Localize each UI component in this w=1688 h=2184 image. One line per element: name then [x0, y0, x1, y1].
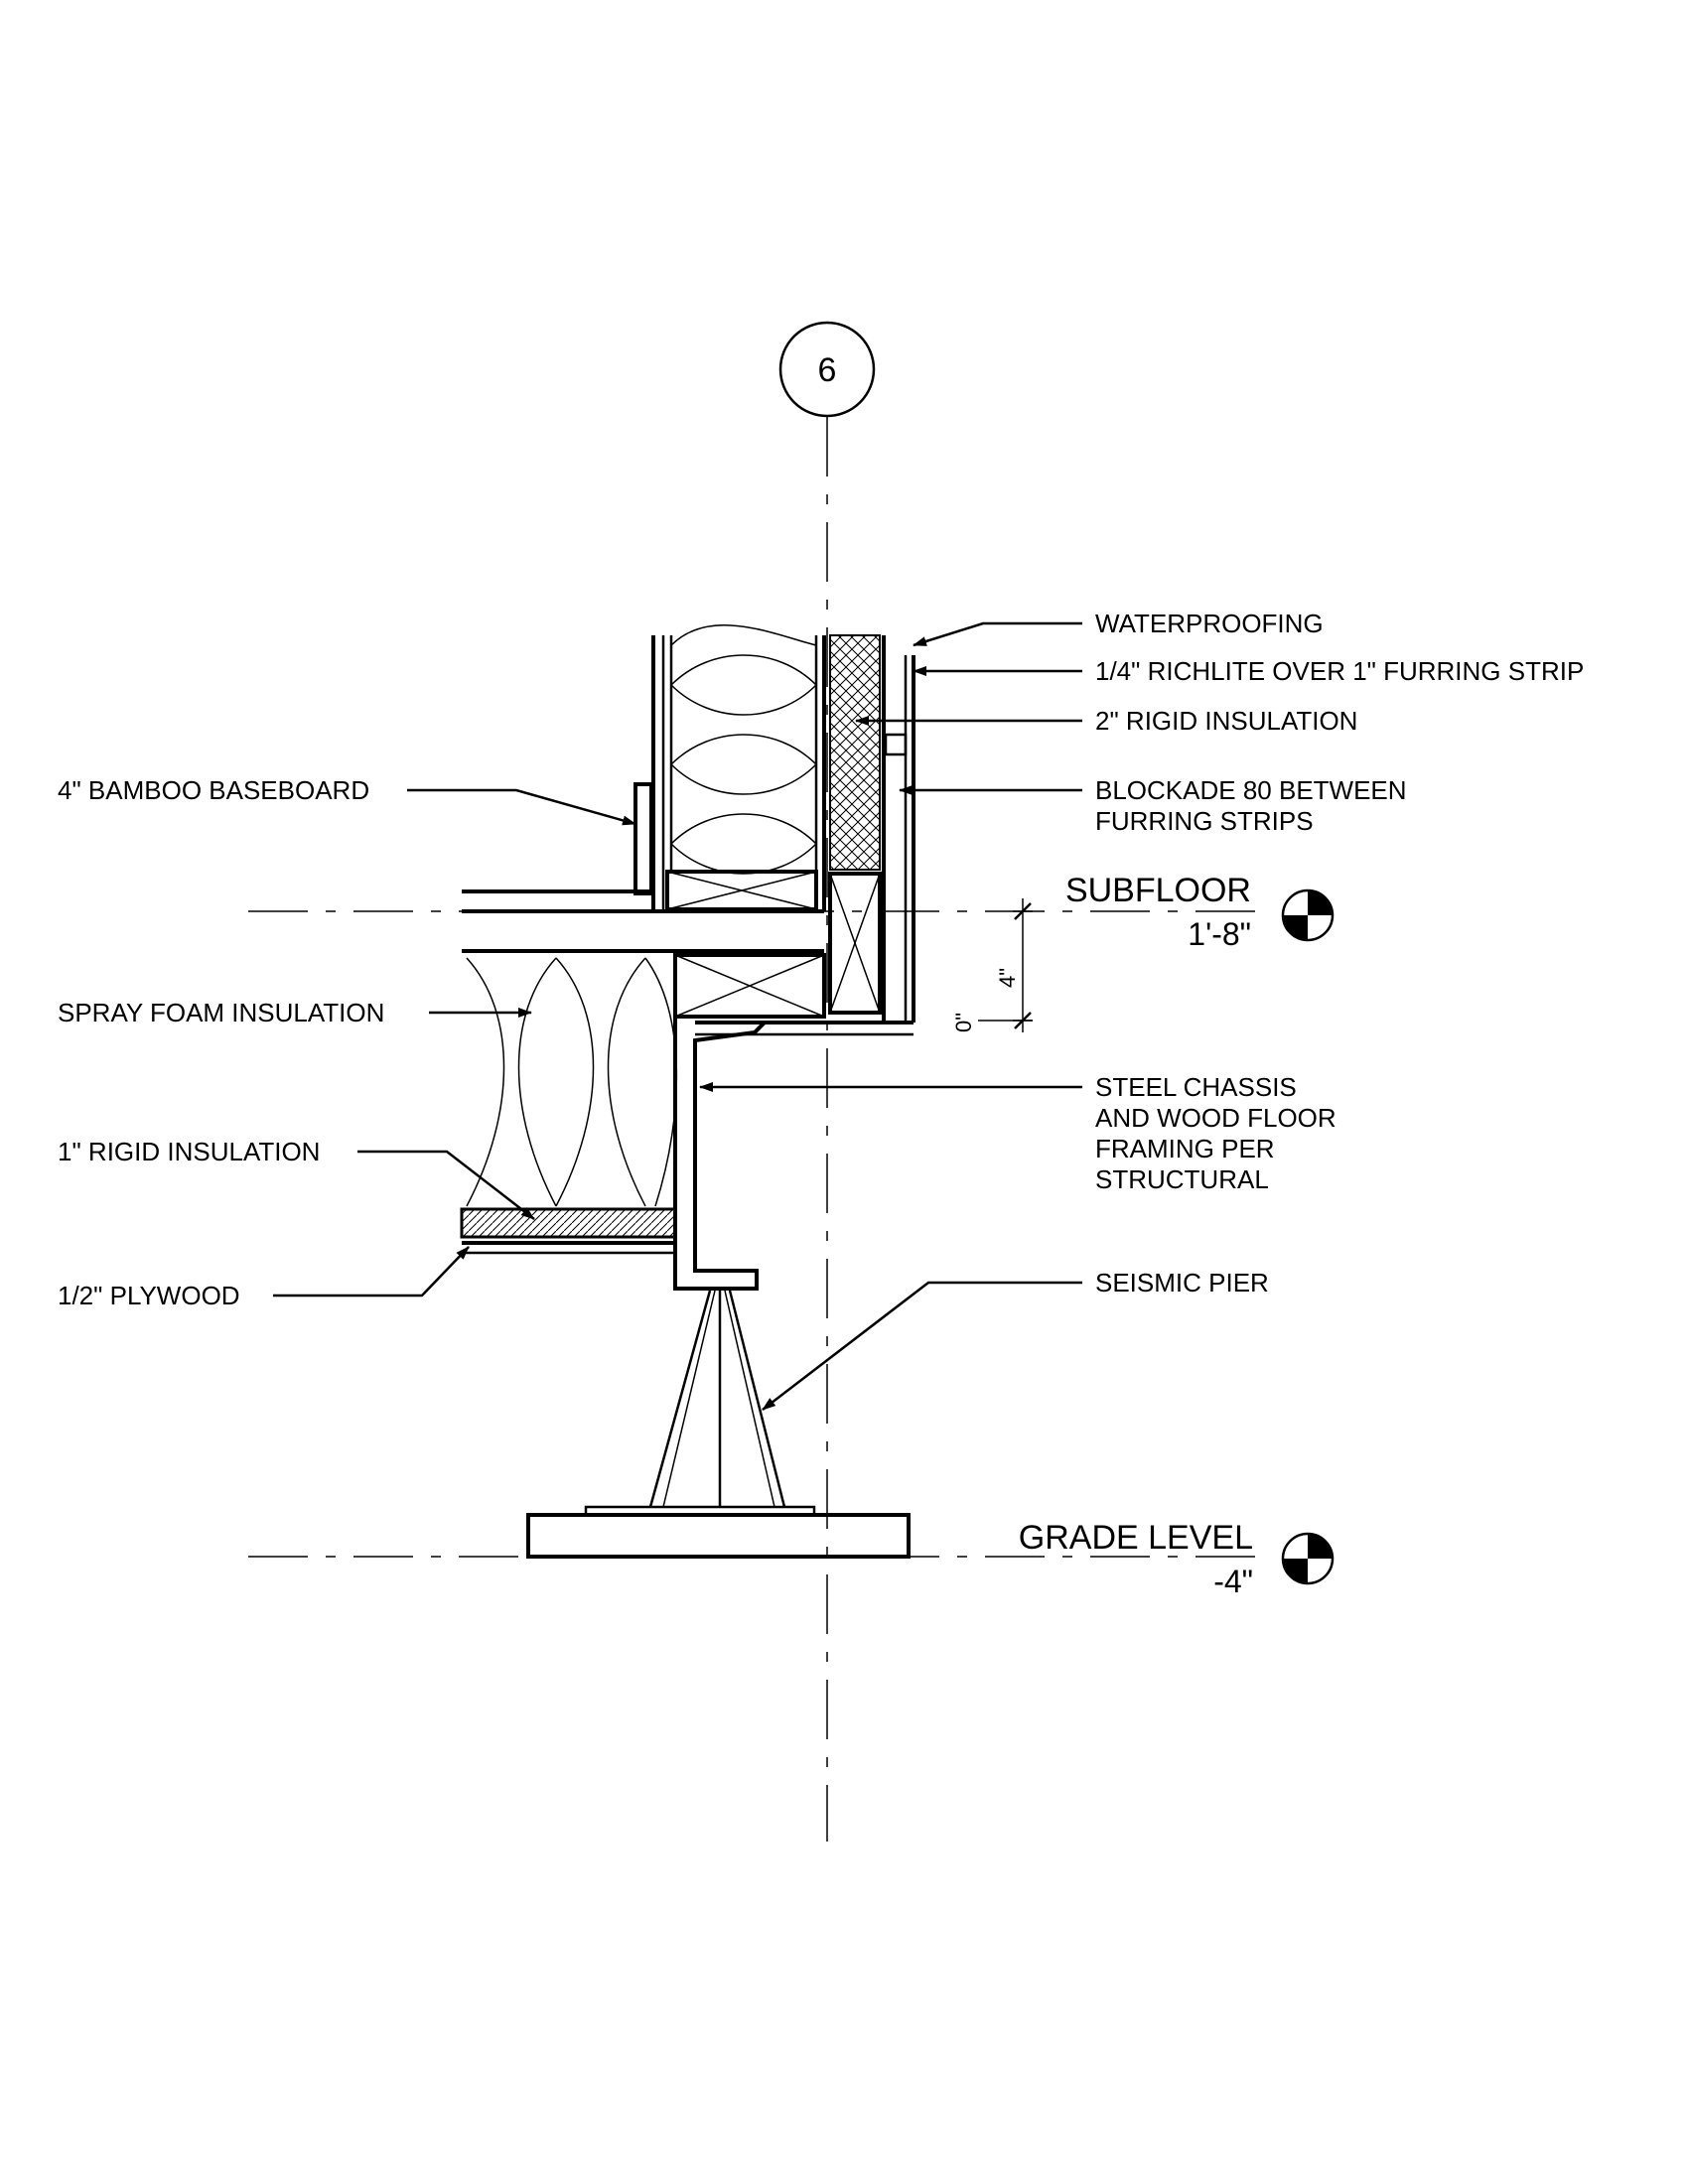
grade-level-elevation: -4": [1213, 1564, 1253, 1599]
label-blockade-line1: BLOCKADE 80 BETWEEN: [1095, 775, 1407, 805]
batt-insulation: [669, 624, 818, 875]
label-richlite: 1/4" RICHLITE OVER 1" FURRING STRIP: [1095, 656, 1584, 686]
label-blockade-line2: FURRING STRIPS: [1095, 806, 1314, 836]
label-baseboard: 4" BAMBOO BASEBOARD: [58, 775, 369, 805]
seismic-pier: [526, 1290, 911, 1559]
floor-joist-block: [673, 953, 826, 1019]
label-rigid-insulation-2in: 2" RIGID INSULATION: [1095, 706, 1357, 736]
leaders-left: [273, 788, 636, 1297]
grid-bubble-label: 6: [818, 351, 837, 389]
bamboo-baseboard: [633, 782, 653, 895]
furring-strip: [884, 733, 908, 756]
grade-level-marker-icon: [1281, 1532, 1335, 1585]
label-rigid-insulation-1in: 1" RIGID INSULATION: [58, 1137, 320, 1166]
vertical-dimension: 4" 0": [951, 898, 1033, 1032]
rigid-insulation-2in: [829, 634, 881, 871]
rigid-insulation-1in: [460, 1207, 677, 1239]
subfloor-level-elevation: 1'-8": [1188, 916, 1251, 952]
label-seismic-pier: SEISMIC PIER: [1095, 1268, 1269, 1297]
dimension-4in: 4": [995, 968, 1020, 988]
grid-bubble: [778, 321, 876, 418]
label-steel-line2: AND WOOD FLOOR: [1095, 1103, 1336, 1133]
dimension-0in: 0": [951, 1013, 976, 1032]
label-steel-line1: STEEL CHASSIS: [1095, 1072, 1297, 1102]
grid-line-6: 6: [778, 321, 876, 1842]
leaders-right: [699, 621, 1082, 1411]
label-waterproofing: WATERPROOFING: [1095, 609, 1324, 638]
label-spray-foam: SPRAY FOAM INSULATION: [58, 998, 384, 1027]
label-steel-line4: STRUCTURAL: [1095, 1164, 1269, 1194]
wall-bottom-plate: [665, 870, 818, 911]
floor-assembly: [460, 889, 914, 1291]
grade-level: GRADE LEVEL -4": [248, 1519, 1335, 1599]
label-plywood: 1/2" PLYWOOD: [58, 1281, 240, 1310]
label-steel-line3: FRAMING PER: [1095, 1134, 1275, 1163]
spray-foam-insulation: [466, 957, 678, 1207]
grade-level-name: GRADE LEVEL: [1019, 1519, 1253, 1557]
wall-assembly: [633, 624, 915, 1023]
pier-footing-pad: [526, 1513, 911, 1559]
subfloor-level-name: SUBFLOOR: [1065, 872, 1251, 909]
steel-chassis: [673, 1018, 914, 1291]
subfloor-level-marker-icon: [1281, 888, 1335, 942]
rim-board: [828, 872, 882, 1015]
